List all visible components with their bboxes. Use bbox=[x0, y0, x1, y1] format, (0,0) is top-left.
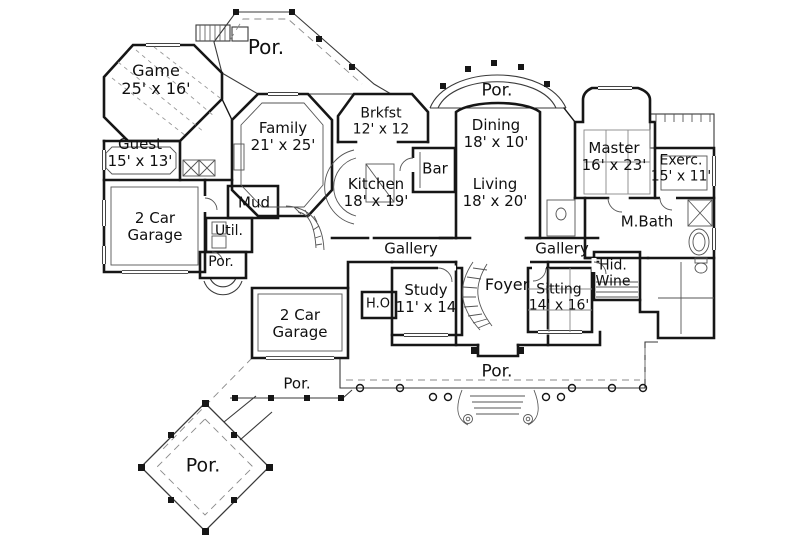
room-label-line: Por. bbox=[247, 34, 285, 59]
walls-heavy bbox=[102, 43, 716, 360]
room-label-line: Por. bbox=[283, 374, 311, 393]
room-label-line: 15' x 13' bbox=[107, 152, 173, 170]
room-label-exerc: Exerc.15' x 11' bbox=[651, 153, 712, 184]
room-label-line: 12' x 12 bbox=[352, 121, 410, 137]
room-label-line: 11' x 14 bbox=[395, 298, 457, 316]
room-label-mbath: M.Bath bbox=[620, 212, 674, 231]
wall-openings bbox=[122, 158, 676, 361]
room-label-line: Hid. bbox=[599, 257, 627, 274]
room-label-line: Foyer bbox=[484, 275, 530, 295]
room-label-line: Dining bbox=[471, 116, 521, 135]
room-label-line: Exerc. bbox=[659, 152, 703, 169]
room-label-line: Por. bbox=[481, 80, 513, 101]
room-label-hid-wine: Hid.Wine bbox=[596, 258, 631, 289]
room-label-line: 14' x 16' bbox=[528, 297, 590, 313]
game-ceiling-dashes bbox=[111, 46, 221, 137]
room-label-line: Util. bbox=[215, 223, 243, 240]
room-label-por-rear: Por. bbox=[283, 374, 311, 393]
room-label-line: 15' x 11' bbox=[650, 168, 712, 184]
room-label-foyer: Foyer bbox=[485, 276, 529, 294]
room-label-line: Family bbox=[258, 119, 308, 138]
room-label-line: Guest bbox=[117, 135, 163, 154]
room-label-line: M.Bath bbox=[620, 212, 674, 231]
room-label-line: Por. bbox=[481, 361, 513, 382]
room-label-line: Bar bbox=[422, 159, 448, 178]
room-label-line: 25' x 16' bbox=[121, 79, 191, 98]
porch-columns-square bbox=[138, 9, 550, 535]
room-label-line: 18' x 20' bbox=[462, 192, 528, 210]
window-glyphs bbox=[101, 42, 717, 338]
porch-columns-round bbox=[355, 383, 648, 402]
room-label-line: 16' x 23' bbox=[581, 156, 647, 174]
room-label-line: 18' x 19' bbox=[343, 192, 409, 210]
room-label-por-left: Por. bbox=[208, 254, 234, 271]
room-label-line: Kitchen bbox=[347, 175, 405, 194]
room-label-util: Util. bbox=[215, 223, 243, 240]
room-label-ho: H.O bbox=[366, 296, 390, 313]
room-label-line: Game bbox=[132, 61, 180, 81]
room-label-line: H.O bbox=[366, 296, 390, 312]
room-label-line: Brkfst bbox=[360, 105, 402, 122]
room-label-line: Garage bbox=[272, 323, 328, 341]
room-label-line: Por. bbox=[185, 454, 221, 477]
room-label-line: 2 Car bbox=[279, 306, 321, 325]
room-label-line: Living bbox=[472, 175, 518, 194]
room-label-gallery-east: Gallery bbox=[535, 239, 589, 258]
room-label-por-front: Por. bbox=[482, 362, 513, 381]
room-label-line: 18' x 10' bbox=[463, 133, 529, 151]
chimney-hatch bbox=[199, 25, 226, 41]
room-label-line: Wine bbox=[595, 273, 631, 289]
room-label-line: Por. bbox=[208, 254, 234, 271]
garage-door-lines bbox=[122, 270, 334, 360]
room-label-line: Garage bbox=[127, 226, 183, 244]
room-label-por-upper-left: Por. bbox=[247, 34, 285, 59]
interior-details bbox=[105, 102, 714, 426]
room-label-line: Mud bbox=[238, 193, 270, 212]
room-label-line: Master bbox=[588, 139, 640, 158]
room-label-line: 21' x 25' bbox=[250, 136, 316, 154]
room-label-line: Study bbox=[404, 281, 448, 300]
room-label-line: 2 Car bbox=[134, 209, 176, 228]
room-label-gallery-west: Gallery bbox=[384, 239, 438, 258]
room-label-line: Gallery bbox=[535, 239, 589, 258]
room-label-line: Sitting bbox=[536, 281, 582, 298]
room-label-por-upper-center: Por. bbox=[482, 81, 513, 100]
room-label-por-diamond: Por. bbox=[185, 454, 221, 477]
room-label-bar: Bar bbox=[422, 159, 448, 178]
room-label-line: Gallery bbox=[384, 239, 438, 258]
room-label-mud: Mud bbox=[238, 193, 270, 212]
